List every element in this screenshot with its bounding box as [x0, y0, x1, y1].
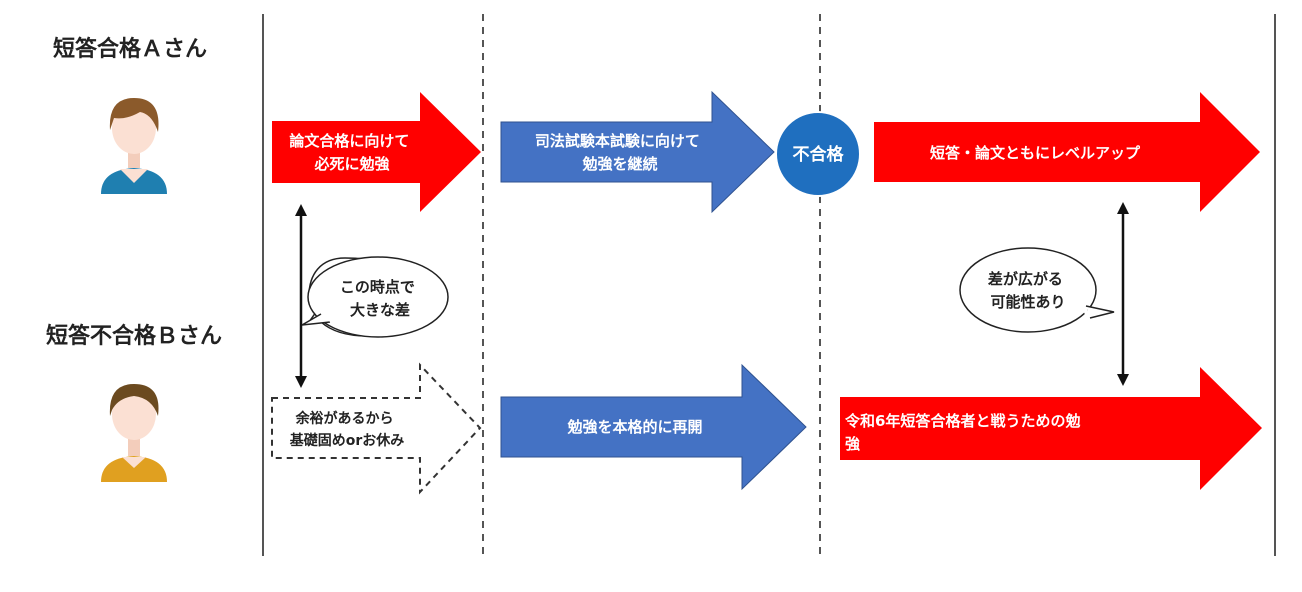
- arrow-a3-line-1: 短答・論文ともにレベルアップ: [930, 144, 1141, 162]
- svg-text:論文合格に向けて 必死に勉強: 論文合格に向けて 必死に勉強: [289, 132, 414, 173]
- person-a-label: 短答合格Ａさん: [53, 36, 207, 62]
- svg-text:短答・論文ともにレベルアップ: 短答・論文ともにレベルアップ: [930, 144, 1141, 162]
- speech-bubble-left-line-2: 大きな差: [350, 301, 410, 319]
- svg-text:令和6年短答合格者と戦うための勉 強: 令和6年短答合格者と戦うための勉 強: [845, 412, 1086, 453]
- speech-bubble-right: 差が広がる 可能性あり: [959, 247, 1115, 333]
- arrow-b1: 余裕があるから 基礎固めorお休み: [271, 362, 482, 495]
- speech-bubble-right-line-2: 可能性あり: [990, 293, 1065, 311]
- arrow-a2-line-1: 司法試験本試験に向けて: [535, 132, 700, 150]
- arrow-a3: 短答・論文ともにレベルアップ: [874, 92, 1260, 212]
- arrow-b1-line-1: 余裕があるから: [295, 410, 394, 427]
- svg-text:勉強を本格的に再開: 勉強を本格的に再開: [566, 418, 702, 436]
- gap-double-arrow-left: [295, 204, 307, 388]
- person-a-avatar-icon: [101, 98, 167, 194]
- arrow-a2-line-2: 勉強を継続: [581, 155, 657, 173]
- speech-bubble-right-line-1: 差が広がる: [988, 270, 1063, 288]
- arrow-a1-line-2: 必死に勉強: [313, 155, 389, 173]
- svg-text:余裕があるから 基礎固めorお休み: 余裕があるから 基礎固めorお休み: [290, 410, 405, 449]
- person-b-label: 短答不合格Ｂさん: [46, 323, 222, 349]
- arrow-b3-line-2: 強: [845, 435, 860, 453]
- speech-bubble-left: この時点で 大きな差: [301, 256, 449, 338]
- arrow-a2: 司法試験本試験に向けて 勉強を継続: [500, 90, 775, 214]
- speech-bubble-left-line-1: この時点で: [340, 278, 415, 296]
- svg-text:差が広がる 可能性あり: 差が広がる 可能性あり: [988, 270, 1068, 311]
- fail-badge-label: 不合格: [793, 144, 845, 165]
- arrow-b2-line-1: 勉強を本格的に再開: [566, 418, 702, 436]
- gap-double-arrow-right: [1117, 202, 1129, 386]
- arrow-b1-line-2: 基礎固めorお休み: [290, 432, 405, 449]
- arrow-b3-line-1: 令和6年短答合格者と戦うための勉: [845, 412, 1080, 430]
- person-b-avatar-icon: [101, 384, 167, 482]
- fail-badge: 不合格: [775, 111, 861, 197]
- arrow-a1: 論文合格に向けて 必死に勉強: [272, 92, 481, 212]
- arrow-b3: 令和6年短答合格者と戦うための勉 強: [840, 367, 1262, 490]
- arrow-a1-line-1: 論文合格に向けて: [289, 132, 409, 150]
- arrow-b2: 勉強を本格的に再開: [500, 363, 807, 491]
- svg-text:司法試験本試験に向けて 勉強を継続: 司法試験本試験に向けて 勉強を継続: [535, 132, 705, 173]
- svg-text:この時点で 大きな差: この時点で 大きな差: [340, 278, 420, 319]
